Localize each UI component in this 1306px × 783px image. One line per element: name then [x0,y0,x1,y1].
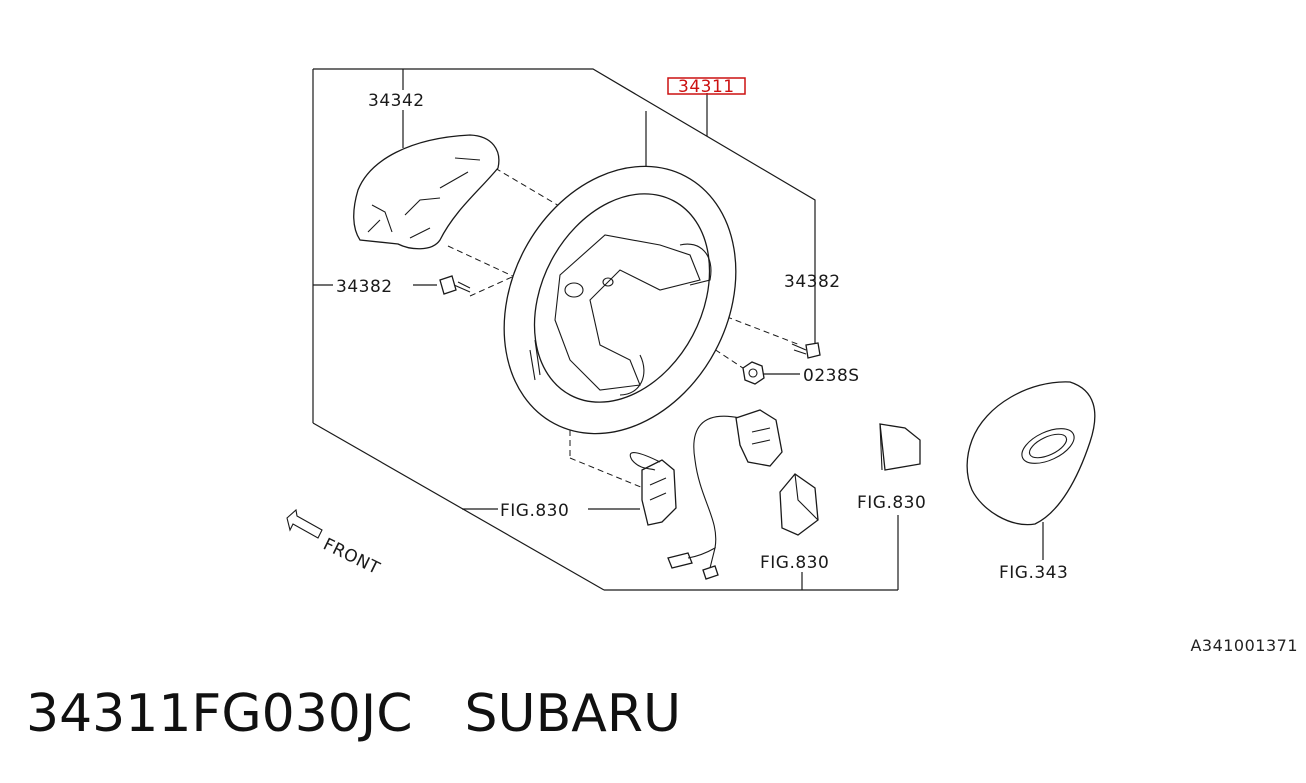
airbag-label: FIG.343 [999,563,1068,583]
part-number: 34311FG030JC [26,684,413,744]
front-arrow-icon [286,508,323,539]
bolt-left-label: 34382 [336,277,393,297]
bolt-right-part [791,342,821,359]
brand-name: SUBARU [464,684,682,744]
wheel-label-highlight [667,77,746,95]
wheel-label: 34311 [678,77,735,97]
page-title: 34311FG030JC SUBARU [26,684,733,744]
switch-center-label: FIG.830 [760,553,829,573]
cover-label: 34342 [368,91,425,111]
nut-part [742,361,765,385]
nut-label: 0238S [803,366,860,386]
diagram-code: A341001371 [1190,636,1298,655]
wiring-harness [667,415,741,580]
switch-right-label: FIG.830 [857,493,926,513]
switch-cover-center-part [779,473,819,536]
switch-upper-part [735,409,783,467]
wheel-cover-part [353,134,500,250]
bolt-left-part [439,275,471,295]
steering-wheel-part [503,165,737,435]
switch-cover-right-part [879,423,921,471]
switch-left-label: FIG.830 [500,501,569,521]
switch-left-part [629,452,677,526]
assembly-frame [313,68,816,345]
front-label: FRONT [320,535,383,580]
bolt-right-label: 34382 [784,272,841,292]
airbag-part [966,381,1096,526]
